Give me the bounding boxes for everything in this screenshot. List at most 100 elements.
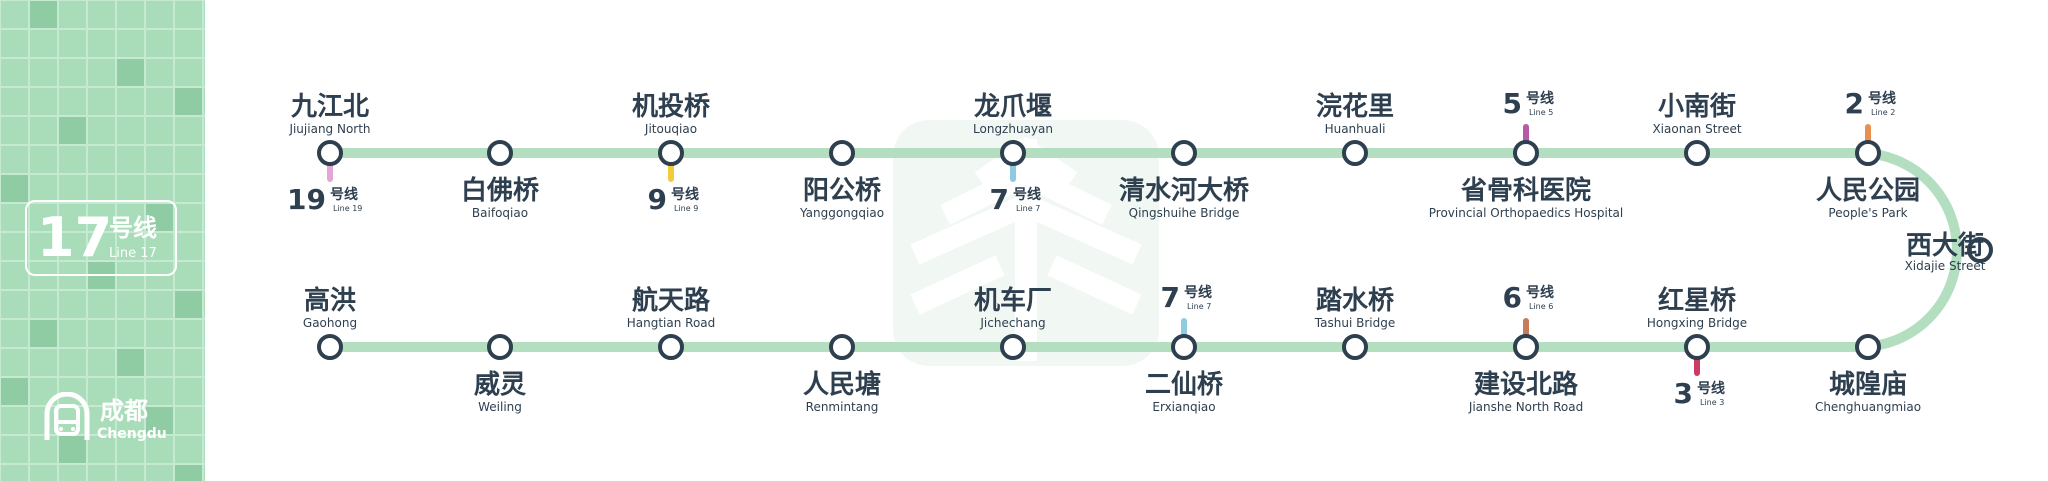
transfer-line-en: Line 3 <box>1700 398 1724 407</box>
station-name-en: Hangtian Road <box>627 316 716 330</box>
station-name-en: Jianshe North Road <box>1468 400 1583 414</box>
line-name-cn: 号线 <box>109 214 157 242</box>
station-name-en: Weiling <box>478 400 522 414</box>
station-marker[interactable] <box>1684 334 1710 360</box>
route-line <box>330 148 1962 352</box>
station-marker[interactable] <box>1855 334 1881 360</box>
station-marker[interactable] <box>829 334 855 360</box>
station-marker[interactable] <box>658 334 684 360</box>
transfer-line-number: 19 <box>287 183 326 216</box>
station-name-en: Jiujiang North <box>288 122 370 136</box>
station-name-en: Qingshuihe Bridge <box>1129 206 1240 220</box>
station-marker[interactable] <box>487 140 513 166</box>
station-name-en: People's Park <box>1828 206 1907 220</box>
transfer-line-cn: 号线 <box>1868 90 1896 107</box>
station-name-cn: 人民公园 <box>1816 176 1920 206</box>
sidebar-panel: 17 号线 Line 17 成都 Chengdu <box>0 0 205 481</box>
station-name-en: Hongxing Bridge <box>1647 316 1747 330</box>
station-marker[interactable] <box>317 140 343 166</box>
station-name-cn: 清水河大桥 <box>1119 176 1250 206</box>
station-marker[interactable] <box>1171 140 1197 166</box>
station-name-cn: 踏水桥 <box>1316 286 1395 316</box>
transfer-line-number: 7 <box>1161 281 1180 314</box>
station-name-cn: 省骨科医院 <box>1460 175 1591 206</box>
transfer-line-number: 7 <box>990 183 1009 216</box>
station-name-cn: 阳公桥 <box>803 176 882 206</box>
station-marker[interactable] <box>1342 140 1368 166</box>
station-name-cn: 浣花里 <box>1316 91 1394 122</box>
station-marker[interactable] <box>658 140 684 166</box>
line-number: 17 <box>37 206 113 269</box>
transfer-line-en: Line 2 <box>1871 108 1895 117</box>
station-name-cn: 红星桥 <box>1658 285 1737 316</box>
watermark-logo <box>893 120 1159 366</box>
transfer-line-cn: 号线 <box>1697 380 1725 397</box>
station-marker[interactable] <box>487 334 513 360</box>
station-name-cn: 机车厂 <box>974 285 1052 316</box>
line-badge: 17 号线 Line 17 <box>25 200 177 276</box>
transfer-line-en: Line 7 <box>1016 204 1040 213</box>
station-name-cn: 城隍庙 <box>1829 369 1907 400</box>
station-marker[interactable] <box>1684 140 1710 166</box>
station-name-en: Jitouqiao <box>644 122 697 136</box>
transfer-line-en: Line 19 <box>333 204 362 213</box>
station-marker[interactable] <box>1000 140 1026 166</box>
station-name-cn: 九江北 <box>290 92 369 122</box>
station-name-cn: 建设北路 <box>1474 369 1579 400</box>
transfer-line-en: Line 5 <box>1529 108 1553 117</box>
station-marker[interactable] <box>317 334 343 360</box>
station-marker[interactable] <box>1171 334 1197 360</box>
station-name-en: Provincial Orthopaedics Hospital <box>1429 206 1623 220</box>
city-name-en: Chengdu <box>97 426 167 442</box>
transfer-line-cn: 号线 <box>671 186 699 203</box>
station-name-en: Jichechang <box>979 316 1045 330</box>
transfer-line-cn: 号线 <box>1013 186 1041 203</box>
station-name-en: Baifoqiao <box>472 206 528 220</box>
station-name-en: Chenghuangmiao <box>1815 400 1921 414</box>
station-marker[interactable] <box>1513 334 1539 360</box>
metro-logo-icon <box>44 392 90 440</box>
transfer-line-en: Line 7 <box>1187 302 1211 311</box>
station-name-cn: 人民塘 <box>803 369 881 400</box>
station-name-cn: 机投桥 <box>632 92 711 122</box>
transfer-line-en: Line 9 <box>674 204 698 213</box>
transfer-line-en: Line 6 <box>1529 302 1553 311</box>
station-marker[interactable] <box>1000 334 1026 360</box>
station-marker[interactable] <box>1342 334 1368 360</box>
station-name-en: Xidajie Street <box>1905 259 1986 273</box>
transfer-line-cn: 号线 <box>330 186 358 203</box>
station-name-cn: 威灵 <box>474 369 526 400</box>
station-marker[interactable] <box>829 140 855 166</box>
transfer-line-number: 5 <box>1503 87 1522 120</box>
station-marker[interactable] <box>1967 237 1993 263</box>
station-name-cn: 小南街 <box>1658 92 1736 122</box>
transfer-line-cn: 号线 <box>1184 284 1212 301</box>
station-marker[interactable] <box>1513 140 1539 166</box>
station-name-en: Gaohong <box>303 316 357 330</box>
station-marker[interactable] <box>1855 140 1881 166</box>
station-name-cn: 白佛桥 <box>461 175 540 206</box>
